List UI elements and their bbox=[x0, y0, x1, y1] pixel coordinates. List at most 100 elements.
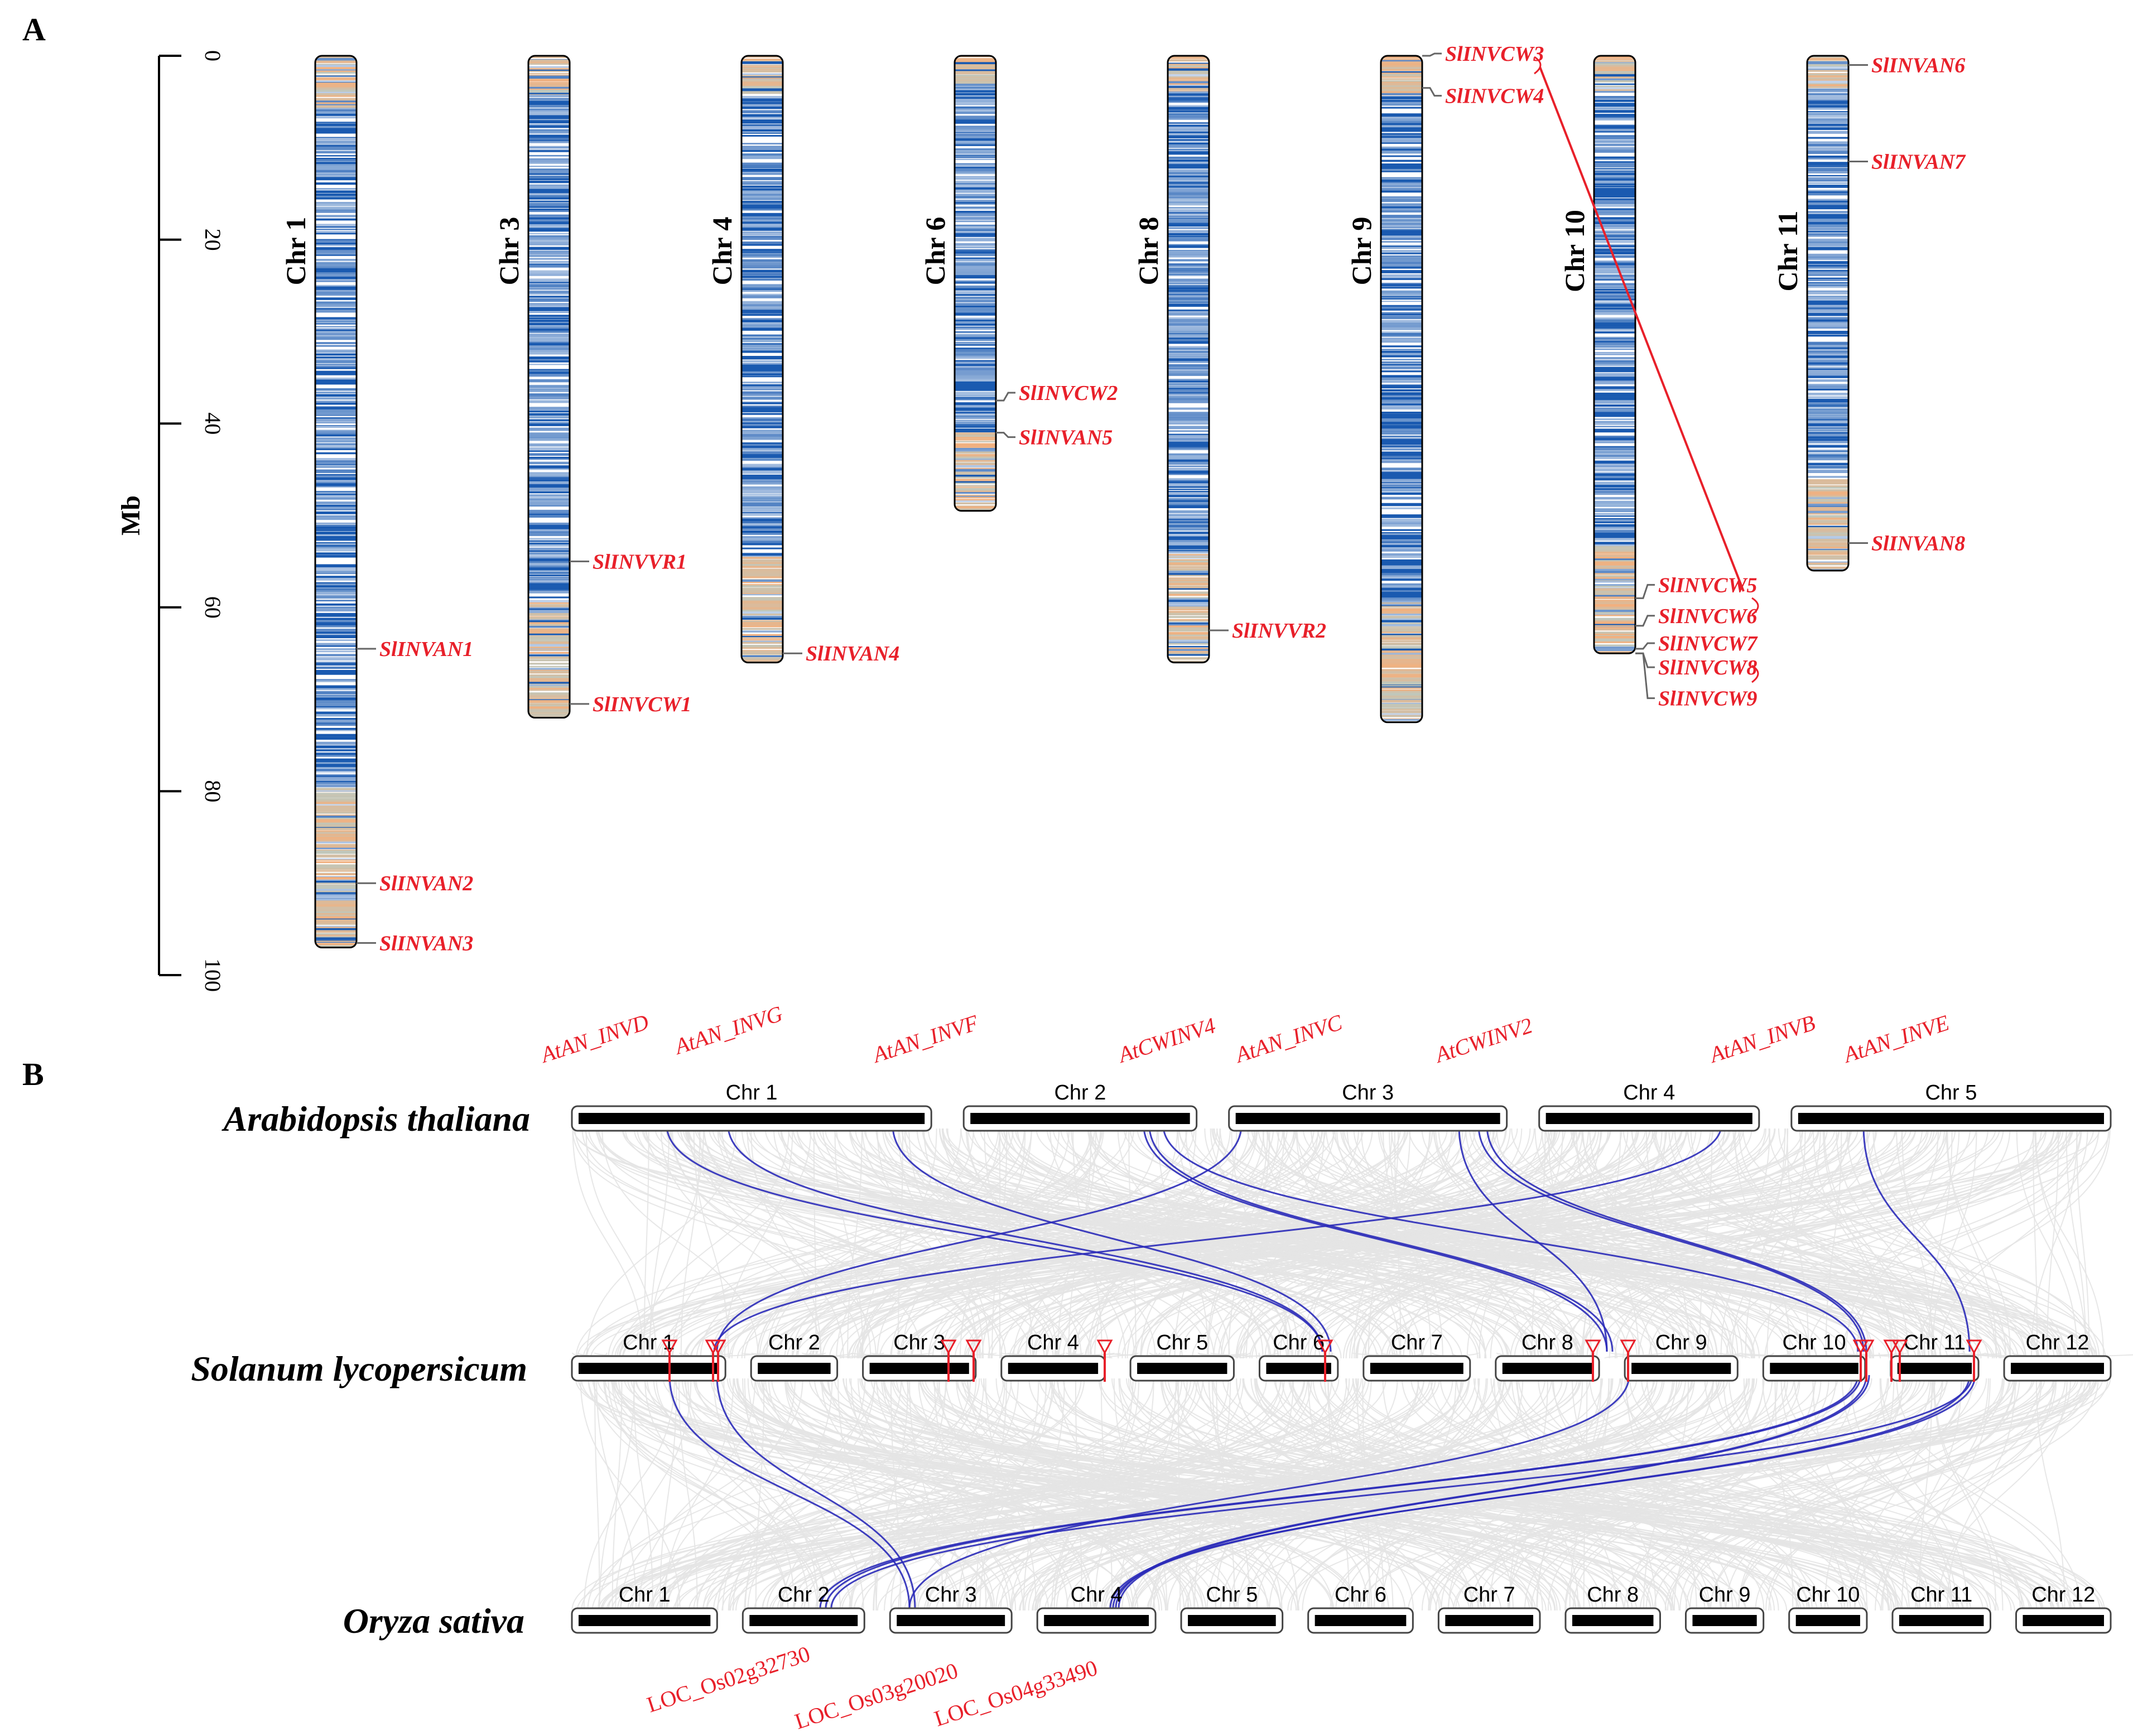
heatmap-band bbox=[315, 380, 357, 383]
heatmap-band bbox=[1594, 414, 1635, 417]
background-link bbox=[797, 1128, 1188, 1359]
heatmap-band bbox=[528, 83, 570, 87]
heatmap-band bbox=[1594, 307, 1635, 310]
chromosome-heatmap bbox=[1168, 56, 1209, 663]
heatmap-band bbox=[742, 177, 783, 180]
heatmap-band bbox=[1381, 316, 1422, 319]
heatmap-band bbox=[1807, 510, 1848, 513]
heatmap-band bbox=[1168, 413, 1209, 417]
heatmap-band bbox=[1594, 485, 1635, 487]
chromosome-outline bbox=[1593, 55, 1636, 654]
heatmap-band bbox=[1594, 277, 1635, 280]
heatmap-band bbox=[1381, 710, 1422, 713]
heatmap-band bbox=[315, 554, 357, 558]
heatmap-band bbox=[742, 518, 783, 521]
heatmap-band bbox=[1807, 531, 1848, 534]
heatmap-band bbox=[315, 585, 357, 588]
heatmap-band bbox=[1594, 298, 1635, 301]
heatmap-band bbox=[528, 203, 570, 206]
chromosome-label: Chr 1 bbox=[726, 1081, 778, 1105]
background-link bbox=[1534, 1128, 1803, 1359]
collinear-link bbox=[1862, 1125, 1971, 1352]
heatmap-band bbox=[315, 477, 357, 481]
heatmap-band bbox=[955, 445, 996, 448]
heatmap-band bbox=[528, 531, 570, 534]
background-link bbox=[1288, 1378, 1909, 1611]
heatmap-band bbox=[1594, 232, 1635, 234]
heatmap-band bbox=[955, 310, 996, 313]
heatmap-band bbox=[742, 405, 783, 408]
heatmap-band bbox=[1807, 84, 1848, 87]
heatmap-band bbox=[1168, 105, 1209, 107]
heatmap-band bbox=[1381, 679, 1422, 682]
heatmap-band bbox=[1807, 119, 1848, 122]
heatmap-band bbox=[1168, 160, 1209, 162]
heatmap-band bbox=[528, 274, 570, 276]
heatmap-band bbox=[1594, 577, 1635, 580]
heatmap-band bbox=[742, 599, 783, 602]
heatmap-band bbox=[1381, 577, 1422, 580]
heatmap-band bbox=[315, 714, 357, 717]
heatmap-band bbox=[528, 379, 570, 383]
heatmap-band bbox=[528, 56, 570, 59]
heatmap-band bbox=[315, 65, 357, 67]
background-link bbox=[1222, 1128, 1871, 1359]
heatmap-band bbox=[1168, 526, 1209, 528]
heatmap-band bbox=[315, 697, 357, 700]
heatmap-band bbox=[315, 883, 357, 884]
heatmap-band bbox=[955, 407, 996, 411]
heatmap-band bbox=[528, 261, 570, 263]
heatmap-band bbox=[528, 180, 570, 183]
chromosome-label: Chr 4 bbox=[1027, 1331, 1079, 1354]
heatmap-band bbox=[1381, 422, 1422, 425]
heatmap-band bbox=[1168, 180, 1209, 182]
chromosome-heatmap bbox=[1594, 56, 1635, 654]
heatmap-band bbox=[315, 755, 357, 757]
background-link bbox=[618, 1128, 1457, 1359]
heatmap-band bbox=[1594, 265, 1635, 269]
background-link bbox=[693, 1378, 1241, 1611]
heatmap-band bbox=[1381, 127, 1422, 129]
heatmap-band bbox=[742, 576, 783, 578]
heatmap-band bbox=[742, 221, 783, 224]
heatmap-band bbox=[955, 492, 996, 494]
heatmap-band bbox=[742, 350, 783, 353]
heatmap-band bbox=[1807, 416, 1848, 418]
heatmap-band bbox=[1807, 495, 1848, 498]
heatmap-band bbox=[1807, 300, 1848, 303]
heatmap-band bbox=[1594, 293, 1635, 295]
heatmap-band bbox=[1381, 104, 1422, 106]
heatmap-band bbox=[742, 181, 783, 183]
heatmap-band bbox=[315, 711, 357, 715]
heatmap-band bbox=[742, 579, 783, 582]
heatmap-band bbox=[315, 622, 357, 626]
heatmap-band bbox=[742, 209, 783, 211]
heatmap-band bbox=[1168, 245, 1209, 248]
heatmap-band bbox=[1594, 274, 1635, 277]
background-link bbox=[1052, 1128, 2089, 1359]
heatmap-band bbox=[955, 262, 996, 264]
heatmap-band bbox=[315, 71, 357, 74]
heatmap-band bbox=[315, 95, 357, 97]
background-link bbox=[1282, 1378, 1710, 1611]
heatmap-band bbox=[1381, 578, 1422, 581]
heatmap-band bbox=[1807, 266, 1848, 269]
heatmap-band bbox=[1594, 614, 1635, 616]
heatmap-band bbox=[1381, 203, 1422, 206]
heatmap-band bbox=[315, 274, 357, 277]
heatmap-band bbox=[1594, 604, 1635, 607]
heatmap-band bbox=[742, 143, 783, 144]
background-link bbox=[2065, 1128, 2087, 1359]
heatmap-band bbox=[1381, 177, 1422, 180]
heatmap-band bbox=[315, 279, 357, 281]
heatmap-band bbox=[315, 350, 357, 353]
heatmap-band bbox=[742, 536, 783, 538]
heatmap-band bbox=[742, 476, 783, 479]
heatmap-band bbox=[742, 622, 783, 625]
heatmap-band bbox=[955, 210, 996, 214]
heatmap-band bbox=[1594, 422, 1635, 425]
heatmap-band bbox=[1594, 147, 1635, 150]
heatmap-band bbox=[1807, 334, 1848, 337]
heatmap-band bbox=[315, 138, 357, 141]
